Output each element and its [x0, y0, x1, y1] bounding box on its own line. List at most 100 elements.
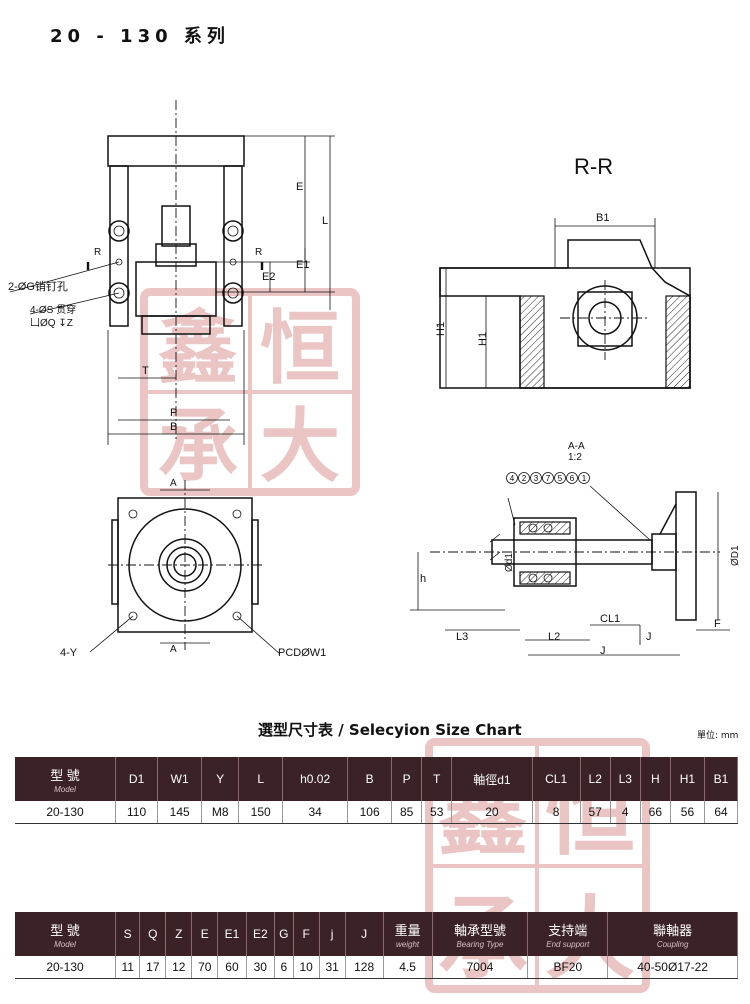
part-callout-circle — [530, 472, 542, 484]
header-cell: T — [421, 757, 453, 801]
unit-note: 單位: mm — [697, 731, 739, 741]
table-cell: 20-130 — [15, 956, 116, 979]
label-d1: Ød1 — [504, 553, 515, 572]
part-number: 4 — [510, 474, 515, 483]
header-cell: L — [238, 757, 284, 801]
part-callout-circle — [506, 472, 518, 484]
label-e1: E1 — [296, 259, 309, 271]
part-callout-circle — [566, 472, 578, 484]
header-cell: Y — [201, 757, 240, 801]
label-h: h — [420, 573, 426, 585]
header-cell: P — [391, 757, 423, 801]
part-callout-circle — [518, 472, 530, 484]
technical-drawing: R R 2-ØG销钉孔 4-ØS 贯穿 凵ØQ ↧Z T P B E L E1 … — [8, 100, 741, 659]
header-cell: J — [345, 912, 384, 956]
header-cell: S — [115, 912, 141, 956]
label-e: E — [296, 181, 303, 193]
label-pcd: PCDØW1 — [278, 647, 326, 659]
table-cell: 85 — [391, 801, 423, 824]
label-e2: E2 — [262, 271, 275, 283]
label-l: L — [322, 215, 328, 227]
table-cell: 7004 — [432, 956, 529, 979]
label-r-bottom: R — [255, 247, 262, 258]
table-cell: 10 — [293, 956, 320, 979]
table-cell: 30 — [246, 956, 275, 979]
header-cell: L2 — [580, 757, 611, 801]
table-cell: 8 — [532, 801, 581, 824]
label-a-bottom: A — [170, 644, 177, 655]
label-r-top: R — [94, 247, 101, 258]
label-a-top: A — [170, 478, 177, 489]
table-cell: 40-50Ø17-22 — [607, 956, 738, 979]
table-cell: 110 — [115, 801, 159, 824]
label-aa: A-A — [568, 441, 585, 452]
header-cell: B1 — [704, 757, 738, 801]
label-l2: L2 — [548, 631, 560, 643]
table-cell: 53 — [421, 801, 453, 824]
table-cell: 31 — [319, 956, 346, 979]
table-cell: 20-130 — [15, 801, 116, 824]
table-cell: 11 — [115, 956, 141, 979]
table-cell: 34 — [282, 801, 349, 824]
header-cell: CL1 — [532, 757, 581, 801]
label-tap-hole: 4-ØS 贯穿 — [30, 303, 76, 316]
page-title: 20 - 130 系列 — [50, 26, 230, 47]
header-cell: G — [274, 912, 294, 956]
label-h1-outer: H1 — [435, 322, 447, 336]
header-cell: H1 — [670, 757, 706, 801]
table-cell: 12 — [165, 956, 193, 979]
header-cell: D1 — [115, 757, 159, 801]
header-cell: Z — [165, 912, 193, 956]
label-D1: ØD1 — [730, 545, 741, 566]
part-callout-circle — [554, 472, 566, 484]
table-cell: 150 — [238, 801, 284, 824]
table-cell: 106 — [347, 801, 393, 824]
label-l3: L3 — [456, 631, 468, 643]
part-number: 1 — [582, 474, 587, 483]
header-cell: j — [319, 912, 346, 956]
section-r-r — [439, 218, 691, 389]
part-number: 7 — [546, 474, 551, 483]
header-cell: E1 — [217, 912, 247, 956]
table-cell: 6 — [274, 956, 294, 979]
header-cell: F — [293, 912, 320, 956]
table-cell: 128 — [345, 956, 384, 979]
label-h1-inner: H1 — [477, 332, 489, 346]
header-cell: W1 — [157, 757, 203, 801]
table-cell: 56 — [670, 801, 706, 824]
label-pin-hole: 2-ØG销钉孔 — [8, 279, 68, 293]
header-cell: B — [347, 757, 393, 801]
part-callout-circle — [578, 472, 590, 484]
table-cell: 66 — [640, 801, 671, 824]
label-j-lower: J — [600, 645, 606, 657]
label-f: F — [714, 618, 721, 630]
label-t: T — [142, 365, 149, 377]
part-callout-circle — [542, 472, 554, 484]
part-number: 5 — [558, 474, 563, 483]
label-4y: 4-Y — [60, 647, 78, 659]
table-cell: BF20 — [527, 956, 609, 979]
table-cell: 4.5 — [383, 956, 433, 979]
table-cell: M8 — [201, 801, 240, 824]
header-cell: Q — [139, 912, 167, 956]
svg-text:承: 承 — [158, 400, 238, 493]
header-cell: h0.02 — [282, 757, 349, 801]
flange-view — [89, 480, 281, 655]
svg-text:大: 大 — [260, 400, 340, 493]
part-number: 2 — [522, 474, 527, 483]
label-p: P — [170, 407, 177, 419]
watermark-seal: 恒 大 鑫 承 — [140, 288, 360, 496]
label-scale: 1:2 — [568, 452, 582, 463]
table-cell: 60 — [217, 956, 247, 979]
svg-text:恒: 恒 — [260, 302, 340, 395]
label-counterbore: 凵ØQ ↧Z — [30, 317, 73, 329]
table-cell: 57 — [580, 801, 611, 824]
